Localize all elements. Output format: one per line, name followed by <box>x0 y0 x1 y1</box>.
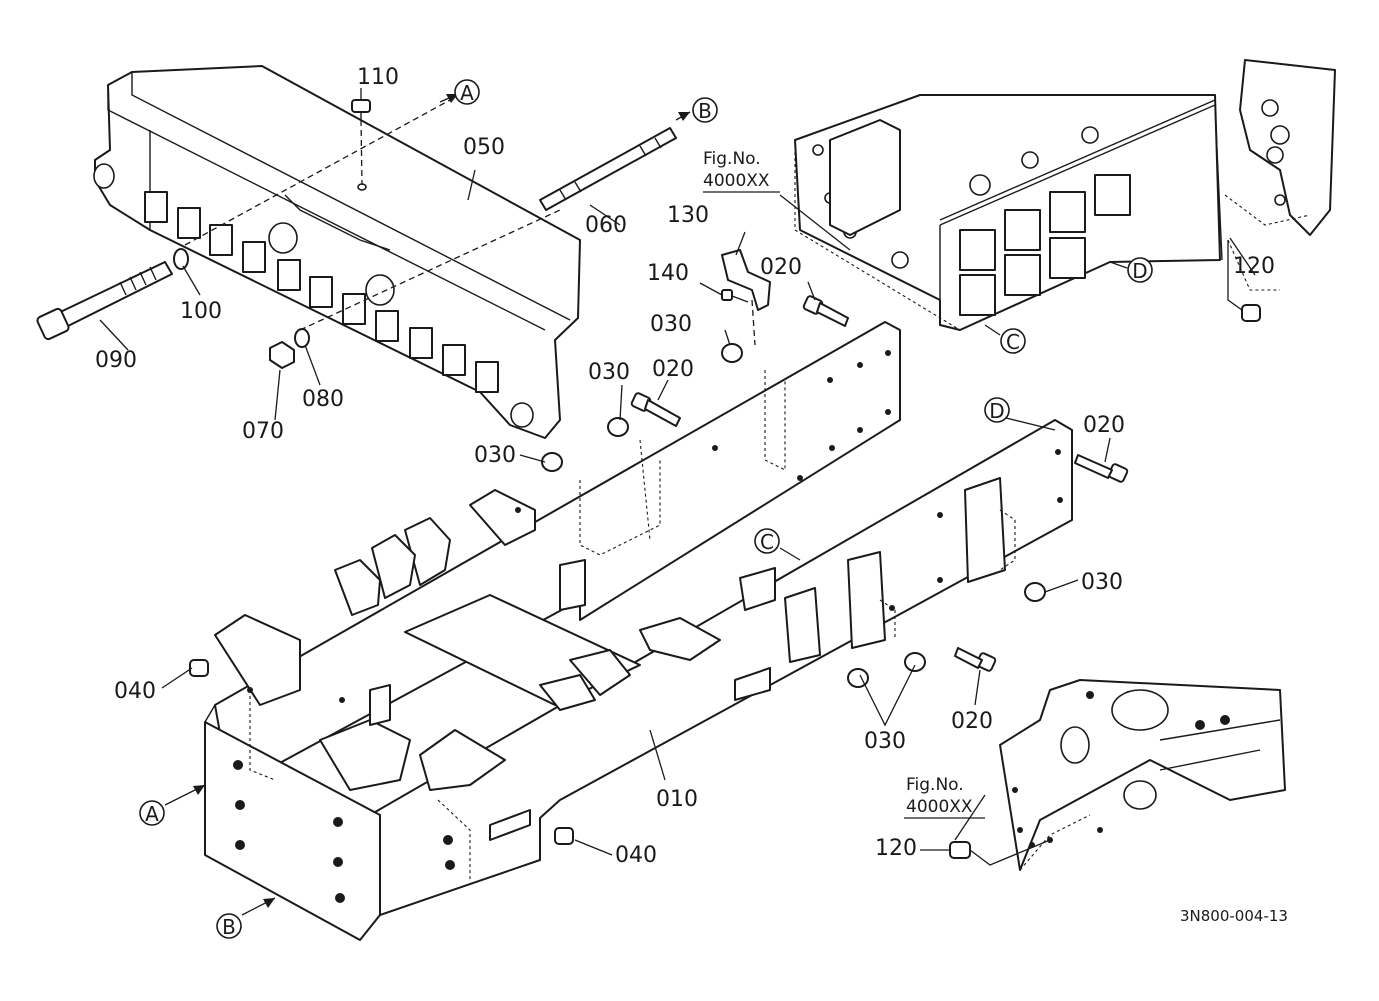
label-030-a: 030 <box>650 312 692 337</box>
ref-b-top: B <box>692 97 718 123</box>
label-030-c: 030 <box>474 443 516 468</box>
collar-030-a <box>721 343 743 363</box>
label-030-b: 030 <box>588 360 630 385</box>
collar-030-b <box>607 417 629 437</box>
label-090: 090 <box>95 348 137 373</box>
label-070: 070 <box>242 419 284 444</box>
bolt-020-mid <box>630 392 681 427</box>
ref-a-frame: A <box>139 800 165 826</box>
collar-030-f <box>847 668 869 688</box>
bolt-120-lower <box>949 841 971 859</box>
label-050: 050 <box>463 135 505 160</box>
fig-ref-lower: Fig.No. 4000XX <box>904 775 985 819</box>
label-140: 140 <box>647 261 689 286</box>
bolt-040-right <box>554 827 574 845</box>
label-030-d: 030 <box>1081 570 1123 595</box>
label-130: 130 <box>667 203 709 228</box>
label-020-d: 020 <box>951 709 993 734</box>
label-040-b: 040 <box>615 843 657 868</box>
fig-ref-lower-line1: Fig.No. <box>906 775 964 795</box>
label-010: 010 <box>656 787 698 812</box>
part-labels: 110 050 060 100 090 080 070 130 140 020 … <box>95 65 1275 868</box>
label-100: 100 <box>180 299 222 324</box>
drawing-code: 3N800-004-13 <box>1180 907 1288 925</box>
fig-ref-upper-line1: Fig.No. <box>703 149 761 169</box>
ref-markers: A B D C D C A B <box>139 79 1153 939</box>
fig-ref-upper-line2: 4000XX <box>703 171 770 191</box>
ref-d-frame-text: D <box>989 399 1004 423</box>
label-060: 060 <box>585 213 627 238</box>
label-030-e: 030 <box>864 729 906 754</box>
bolt-140 <box>721 289 749 303</box>
bolt-120-upper <box>1241 304 1261 322</box>
collar-030-d <box>1024 582 1046 602</box>
label-120-a: 120 <box>1233 254 1275 279</box>
ref-a-top: A <box>454 79 480 105</box>
front-bracket-050 <box>93 65 581 439</box>
collar-030-e <box>904 652 926 672</box>
washer-080 <box>294 328 310 348</box>
main-frame-010 <box>204 321 1073 941</box>
bolt-090 <box>36 261 173 341</box>
engine-block-upper <box>794 59 1336 331</box>
ref-b-top-text: B <box>698 99 712 123</box>
fig-ref-upper: Fig.No. 4000XX <box>703 149 780 193</box>
bolt-020-right <box>1074 454 1129 483</box>
label-080: 080 <box>302 387 344 412</box>
ref-d-frame: D <box>984 397 1010 423</box>
nut-070 <box>269 341 295 369</box>
ref-a-frame-text: A <box>145 802 159 826</box>
label-120-b: 120 <box>875 836 917 861</box>
ref-a-top-text: A <box>460 81 474 105</box>
bolt-020-lower <box>954 647 997 672</box>
bolt-040-left <box>189 659 209 677</box>
ref-c-frame: C <box>754 528 780 554</box>
ref-c-block: C <box>1000 328 1026 354</box>
bolt-020-top <box>802 295 849 327</box>
ref-c-block-text: C <box>1006 330 1020 354</box>
ref-c-frame-text: C <box>760 530 774 554</box>
label-110: 110 <box>357 65 399 90</box>
stud-bolt-060 <box>539 127 677 211</box>
engine-block-lower <box>999 679 1286 871</box>
leader-lines <box>99 88 1256 916</box>
ref-d-block-text: D <box>1132 259 1147 283</box>
label-040-a: 040 <box>114 679 156 704</box>
bolt-110 <box>351 99 371 186</box>
fig-ref-lower-line2: 4000XX <box>906 797 973 817</box>
label-020-c: 020 <box>1083 413 1125 438</box>
ref-b-frame-text: B <box>222 915 236 939</box>
collar-030-c <box>541 452 563 472</box>
label-020-a: 020 <box>760 255 802 280</box>
clamp-130 <box>721 249 771 311</box>
label-020-b: 020 <box>652 357 694 382</box>
washer-100 <box>173 248 189 270</box>
ref-b-frame: B <box>216 913 242 939</box>
ref-d-block: D <box>1127 257 1153 283</box>
